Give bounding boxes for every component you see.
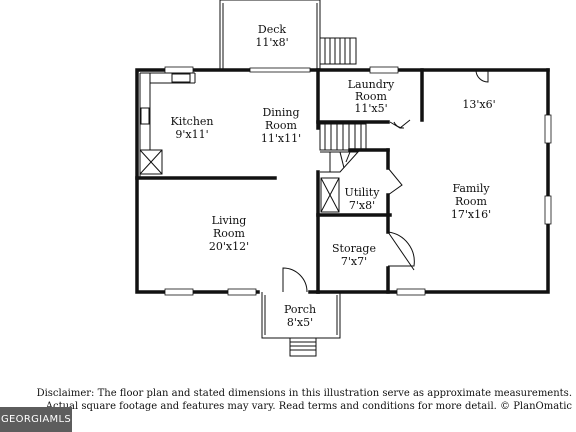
utility-fixture: [320, 177, 340, 213]
utility-name: Utility: [345, 186, 381, 199]
utility-dims: 7'x8': [349, 199, 375, 212]
porch-stairs: [289, 337, 317, 357]
windows: [164, 66, 552, 296]
exterior-walls: [135, 68, 550, 294]
storage-dims: 7'x7': [341, 255, 367, 268]
interior-walls: [135, 68, 424, 294]
mls-logo: GEORGIAMLS: [0, 407, 72, 432]
dining-dims: 11'x11': [261, 132, 301, 145]
living-name-1: Living: [212, 214, 247, 227]
porch: [261, 292, 341, 357]
laundry-name-1: Laundry: [348, 78, 395, 91]
laundry-dims: 11'x5': [354, 102, 387, 115]
interior-stairs: [319, 123, 367, 173]
bonus-dims: 13'x6': [462, 98, 495, 111]
pantry: [139, 149, 163, 175]
deck-dims: 11'x8': [255, 36, 288, 49]
disclaimer-line-1: Disclaimer: The floor plan and stated di…: [36, 388, 572, 399]
porch-dims: 8'x5': [287, 316, 313, 329]
storage-name: Storage: [332, 242, 376, 255]
family-name-2: Room: [455, 195, 488, 208]
family-name-1: Family: [452, 182, 490, 195]
porch-name: Porch: [284, 303, 316, 316]
family-dims: 17'x16': [451, 208, 491, 221]
deck: [219, 0, 357, 70]
living-dims: 20'x12': [209, 240, 249, 253]
dining-name-1: Dining: [262, 106, 299, 119]
deck-name: Deck: [258, 23, 286, 36]
kitchen-dims: 9'x11': [175, 128, 208, 141]
disclaimer-line-2: Actual square footage and features may v…: [45, 401, 572, 412]
dining-name-2: Room: [265, 119, 298, 132]
kitchen-name: Kitchen: [171, 115, 214, 128]
laundry-name-2: Room: [355, 90, 388, 103]
living-name-2: Room: [213, 227, 246, 240]
doors: [282, 69, 489, 293]
kitchen-fixtures: [139, 72, 196, 178]
deck-stairs: [319, 37, 357, 65]
